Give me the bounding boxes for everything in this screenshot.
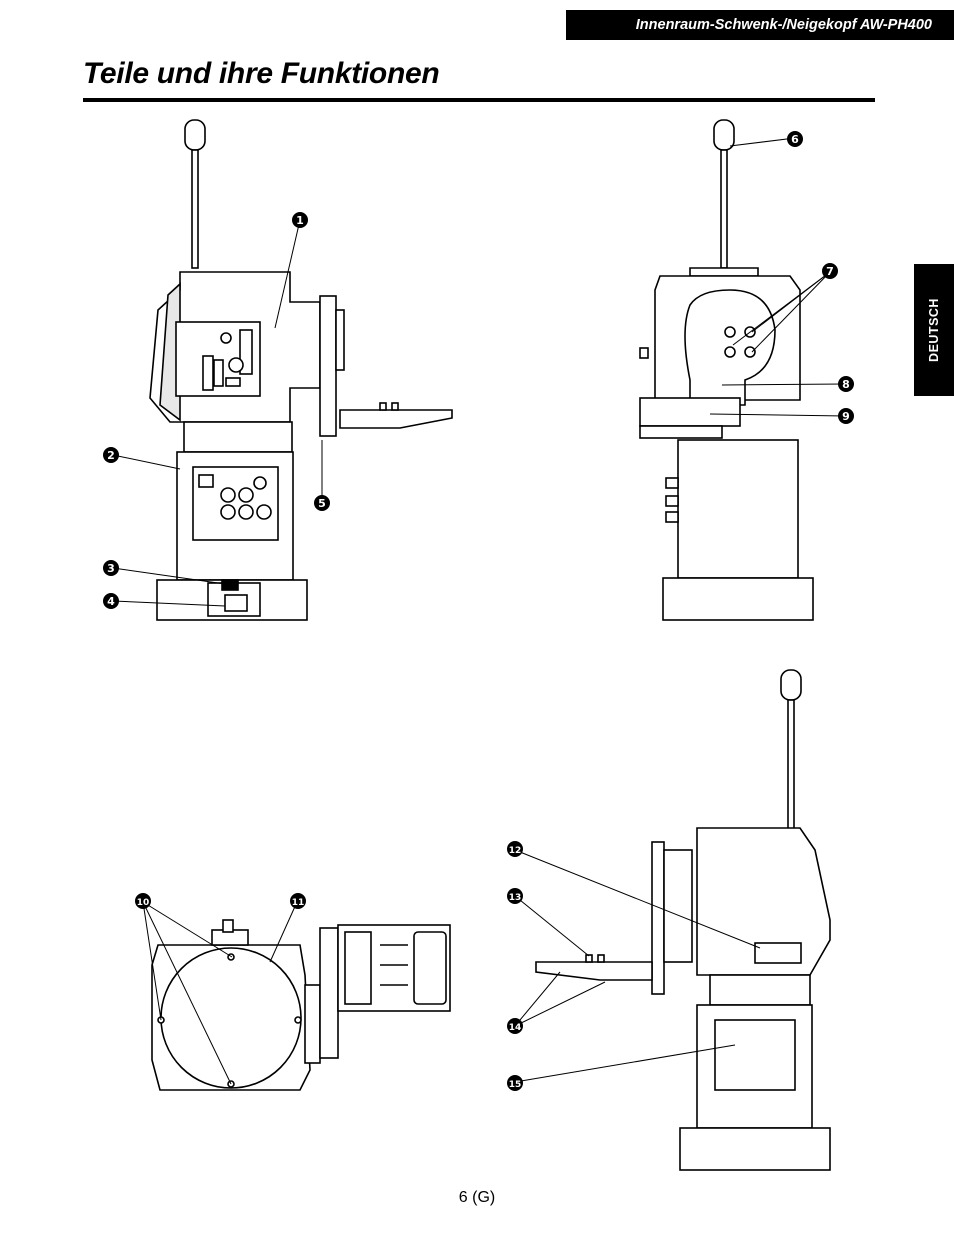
svg-text:3: 3 [107, 562, 115, 575]
callout-10: 10 [135, 893, 151, 909]
callout-3: 3 [103, 560, 119, 576]
callout-1: 1 [292, 212, 308, 228]
svg-text:6: 6 [791, 133, 799, 146]
title-rule [83, 98, 875, 102]
page-title: Teile und ihre Funktionen [83, 57, 440, 90]
svg-text:8: 8 [842, 378, 850, 391]
callout-5: 5 [314, 495, 330, 511]
callout-12: 12 [507, 841, 523, 857]
callout-13: 13 [507, 888, 523, 904]
callout-14: 14 [507, 1018, 523, 1034]
leader-lines [112, 137, 846, 1085]
svg-text:11: 11 [292, 898, 305, 908]
callout-9: 9 [838, 408, 854, 424]
svg-text:14: 14 [509, 1023, 522, 1033]
svg-text:13: 13 [509, 893, 522, 903]
header-bar: Innenraum-Schwenk-/Neigekopf AW-PH400 [566, 10, 954, 40]
callout-8: 8 [838, 376, 854, 392]
pan-tilt-head-side-view-left [149, 119, 453, 621]
svg-text:4: 4 [107, 595, 115, 608]
svg-text:1: 1 [296, 214, 304, 227]
pan-tilt-head-top-view [151, 919, 451, 1091]
svg-text:2: 2 [107, 449, 115, 462]
pan-tilt-head-front-view [639, 119, 814, 621]
svg-text:7: 7 [826, 265, 834, 278]
svg-text:9: 9 [842, 410, 850, 423]
svg-text:5: 5 [318, 497, 326, 510]
callout-11: 11 [290, 893, 306, 909]
callout-6: 6 [787, 131, 803, 147]
page-number: 6 (G) [458, 1189, 496, 1206]
language-tab: DEUTSCH [914, 264, 954, 396]
svg-text:10: 10 [137, 898, 150, 908]
product-title: Innenraum-Schwenk-/Neigekopf AW-PH400 [635, 17, 932, 33]
callout-2: 2 [103, 447, 119, 463]
pan-tilt-head-side-view-right [535, 669, 831, 1171]
callout-4: 4 [103, 593, 119, 609]
callout-15: 15 [507, 1075, 523, 1091]
svg-text:15: 15 [509, 1080, 522, 1090]
svg-text:12: 12 [509, 846, 522, 856]
callout-markers: 1 2 3 4 5 6 7 8 9 10 11 12 13 14 15 [103, 131, 854, 1091]
callout-7: 7 [822, 263, 838, 279]
